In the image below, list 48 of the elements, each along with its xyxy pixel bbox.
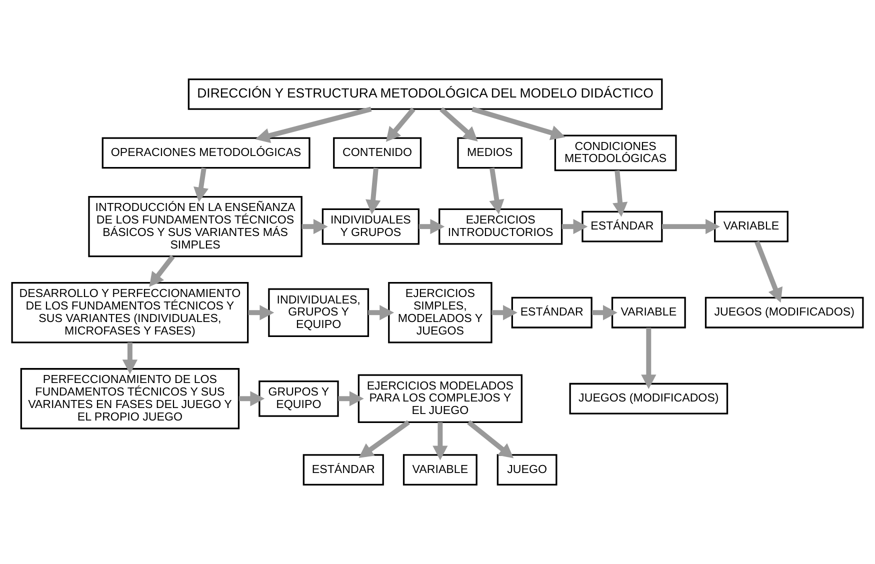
node-box: VARIABLE [714,210,788,242]
arrow [386,108,416,142]
node-box: GRUPOS Y EQUIPO [258,380,339,417]
arrow [194,168,208,202]
arrow [662,218,720,234]
arrow [472,106,566,140]
node-box: VARIABLE [402,454,478,486]
arrow [248,305,274,320]
arrow [338,391,364,406]
node-box: ESTÁNDAR [582,210,663,242]
arrow [754,240,783,303]
arrow [440,107,478,142]
node-box: EJERCICIOS MODELADOS PARA LOS COMPLEJOS Y EL JUEGO [358,374,522,424]
node-box: INDIVIDUALES, GRUPOS Y EQUIPO [268,288,370,338]
node-box: JUEGO [496,454,558,486]
node-box: ESTÁNDAR [511,296,592,328]
arrow [492,305,518,320]
arrow [418,218,445,234]
arrow [302,218,328,234]
node-box: MEDIOS [457,137,522,169]
node-box: CONTENIDO [333,137,422,169]
arrow [489,168,504,214]
node-box: VARIABLE [611,296,686,328]
node-box: DESARROLLO Y PERFECCIONAMIENTO DE LOS FUNDAMENTOS TÉCNICOS Y SUS VARIANTES (INDIVIDUALES, MICROFASES Y FASES) [11,282,249,344]
arrow [122,342,138,374]
arrow [366,168,381,214]
arrow [255,106,372,143]
node-box: CONDICIONES METODOLÓGICAS [554,134,677,172]
arrow [149,254,175,287]
node-box: EJERCICIOS SIMPLES, MODELADOS Y JUEGOS [388,282,492,344]
arrow [432,422,448,460]
arrow [368,305,394,320]
arrow [358,420,410,458]
node-box: OPERACIONES METODOLÓGICAS [102,137,310,169]
arrow [612,170,628,217]
arrow [239,391,265,406]
node-box: INTRODUCCIÓN EN LA ENSEÑANZA DE LOS FUNDAMENTOS TÉCNICOS BÁSICOS Y SUS VARIANTES MÁS SIMPLES [88,196,302,258]
node-box: PERFECCIONAMIENTO DE LOS FUNDAMENTOS TÉCNICOS Y SUS VARIANTES EN FASES DEL JUEGO Y EL PROPIO JUEGO [20,368,240,430]
arrow [467,420,514,458]
node-box: INDIVIDUALES Y GRUPOS [322,208,420,245]
arrow [562,218,588,234]
arrow [641,328,656,390]
arrow [592,305,618,320]
node-box: ESTÁNDAR [302,454,384,486]
node-box: JUEGOS (MODIFICADOS) [704,296,864,328]
node-box: DIRECCIÓN Y ESTRUCTURA METODOLÓGICA DEL MODELO DIDÁCTICO [188,78,663,110]
node-box: EJERCICIOS INTRODUCTORIOS [438,208,563,245]
node-box: JUEGOS (MODIFICADOS) [569,382,728,414]
